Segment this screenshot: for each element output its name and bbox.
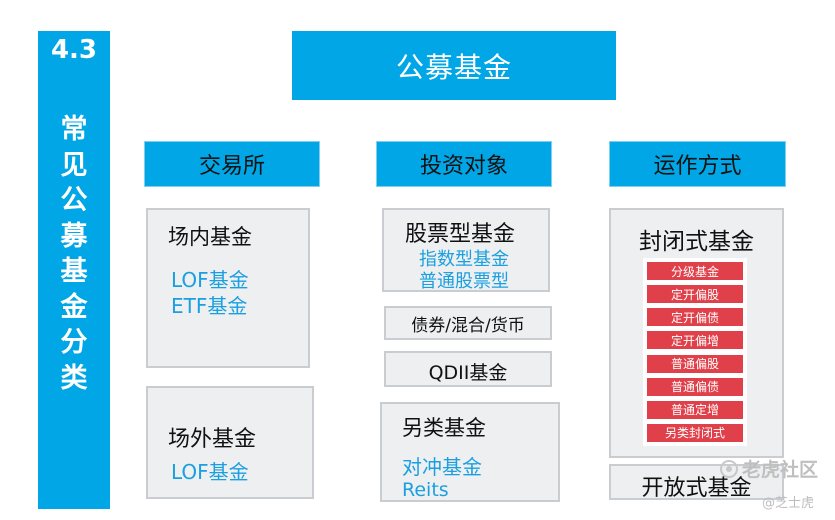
hedge-fund-item: 对冲基金 [402, 455, 482, 479]
header-operation: 运作方式 [609, 141, 786, 187]
closed-fund-item: 普通偏债 [647, 377, 743, 396]
qdii-fund-label: QDII基金 [428, 362, 508, 384]
stock-fund-title: 股票型基金 [405, 222, 516, 247]
closed-fund-item: 普通定增 [647, 400, 743, 419]
onsite-lof-item: LOF基金 [171, 268, 249, 292]
header-exchange: 交易所 [144, 141, 320, 187]
reits-item: Reits [402, 479, 449, 501]
closed-fund-item: 普通偏股 [647, 354, 743, 373]
watermark: 老虎社区 [720, 455, 818, 482]
side-title-char: 类 [60, 362, 88, 394]
side-title-char: 金 [60, 291, 88, 323]
index-fund-item: 指数型基金 [419, 249, 509, 270]
normal-stock-item: 普通股票型 [419, 271, 509, 292]
onsite-fund-box [146, 208, 310, 368]
section-number: 4.3 [50, 35, 98, 65]
stock-fund-box [382, 208, 550, 292]
onsite-etf-item: ETF基金 [171, 294, 248, 318]
offsite-fund-box [146, 386, 314, 499]
offsite-fund-title: 场外基金 [168, 427, 257, 452]
closed-fund-title: 封闭式基金 [639, 229, 754, 255]
side-title-char: 基 [60, 256, 88, 287]
tiger-community-icon [720, 459, 738, 478]
side-band [38, 31, 110, 509]
side-title-char: 分 [60, 327, 88, 358]
main-title: 公募基金 [292, 31, 616, 100]
watermark-author: @芝士虎 [762, 496, 815, 511]
alternative-fund-box [380, 402, 560, 502]
alternative-fund-title: 另类基金 [402, 416, 486, 440]
header-investment: 投资对象 [376, 141, 552, 187]
onsite-fund-title: 场内基金 [168, 225, 252, 249]
side-title-char: 常 [60, 114, 88, 145]
watermark-text: 老虎社区 [742, 459, 819, 481]
bond-fund-box [384, 306, 552, 340]
closed-fund-item: 另类封闭式 [647, 423, 743, 442]
side-title: 常 见 公 募 基 金 分 类 [38, 112, 110, 396]
closed-fund-item: 定开偏股 [647, 285, 743, 304]
qdii-fund-box [384, 351, 552, 387]
side-title-char: 公 [60, 185, 88, 216]
bond-fund-label: 债券/混合/货币 [411, 316, 525, 336]
open-fund-box [609, 464, 784, 500]
closed-fund-list: 分级基金 定开偏股 定开偏债 定开偏增 普通偏股 普通偏债 普通定增 另类封闭式 [643, 258, 747, 446]
closed-fund-item: 分级基金 [647, 262, 743, 280]
closed-fund-item: 定开偏增 [647, 331, 743, 350]
side-title-char: 募 [60, 220, 88, 252]
side-title-char: 见 [60, 149, 88, 181]
closed-fund-item: 定开偏债 [647, 308, 743, 327]
offsite-lof-item: LOF基金 [171, 460, 249, 484]
open-fund-label: 开放式基金 [641, 476, 752, 501]
